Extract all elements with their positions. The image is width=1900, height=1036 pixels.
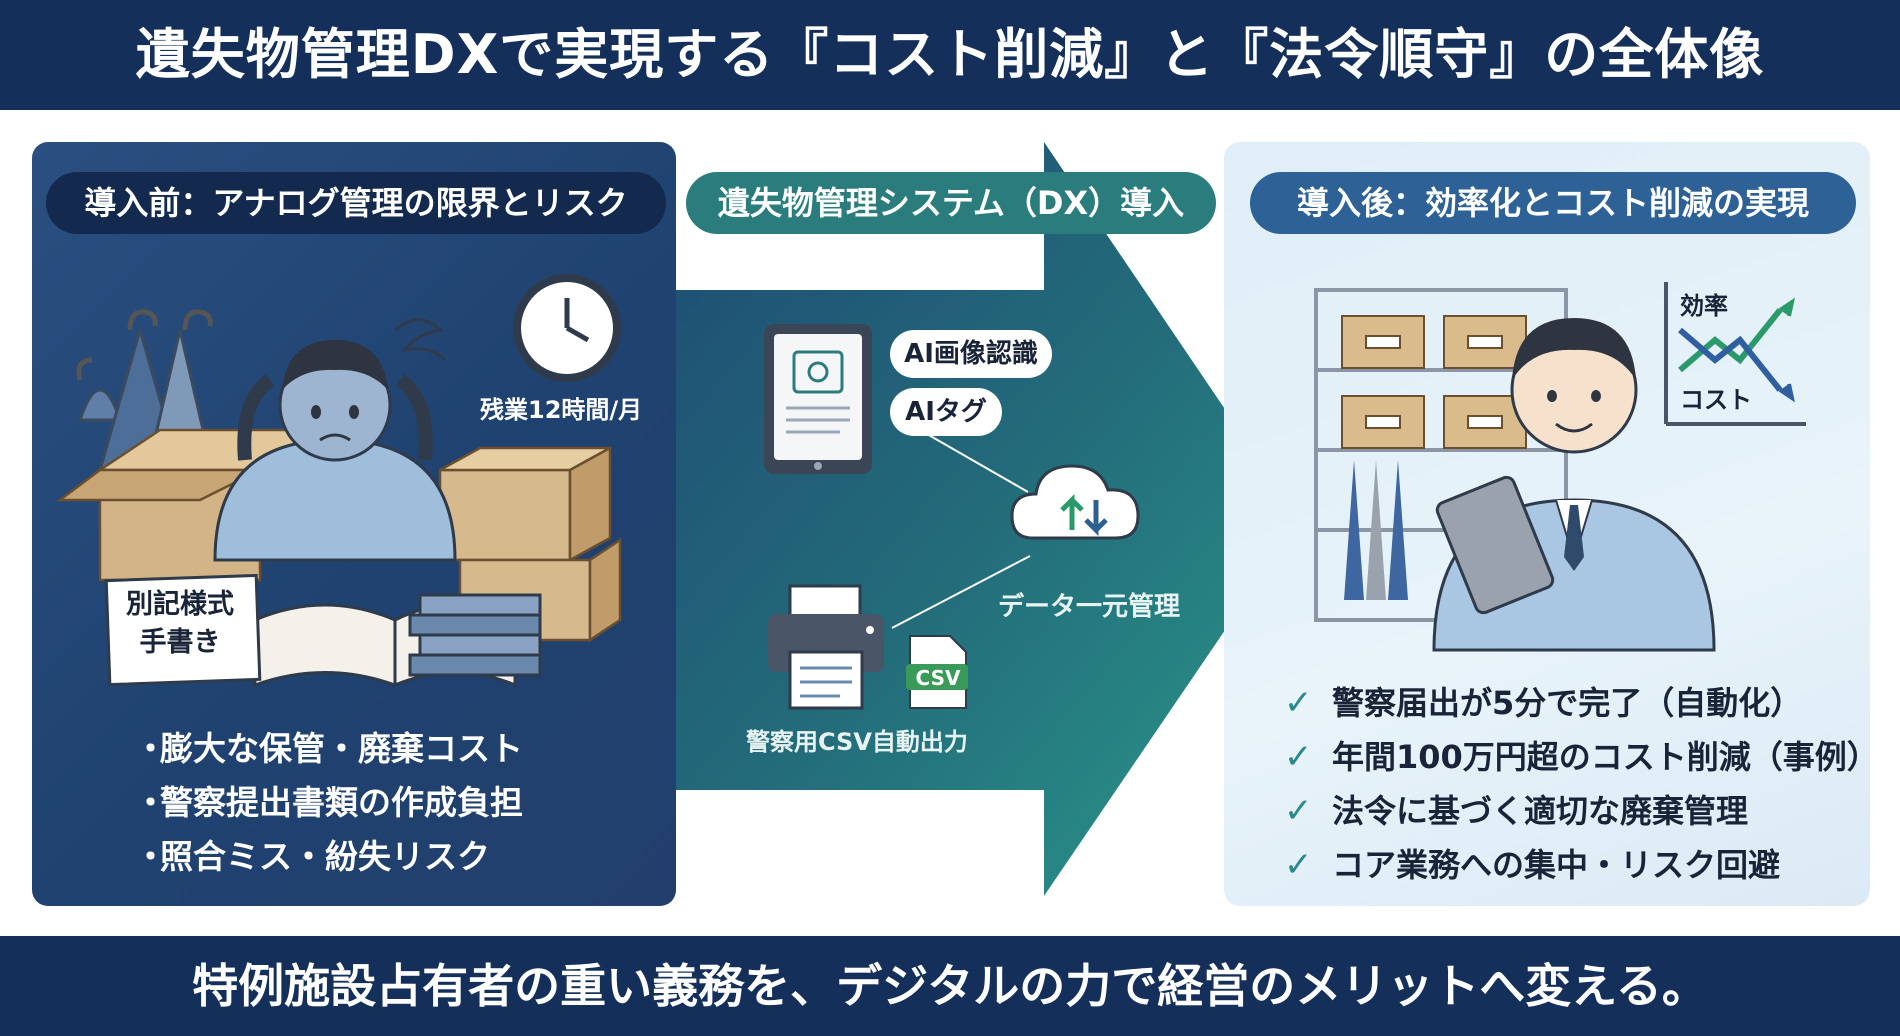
footer-tagline: 特例施設占有者の重い義務を、デジタルの力で経営のメリットへ変える。	[192, 959, 1708, 1013]
after-check-2: ✓年間100万円超のコスト削減（事例）	[1284, 730, 1879, 784]
before-bullet-1: ・膨大な保管・廃棄コスト	[134, 729, 523, 768]
footer-band	[0, 936, 1900, 1036]
police-csv-label: 警察用CSV自動出力	[746, 728, 968, 756]
cloud-sync-icon	[1010, 464, 1140, 540]
overtime-label: 残業12時間/月	[480, 396, 643, 424]
csv-badge: CSV	[915, 666, 961, 690]
handwritten-form-label: 別記様式 手書き	[106, 586, 254, 662]
after-check-list: ✓警察届出が5分で完了（自動化） ✓年間100万円超のコスト削減（事例） ✓法令…	[1284, 676, 1879, 892]
happy-worker-icon	[1432, 318, 1716, 652]
stressed-worker-icon	[213, 318, 457, 562]
umbrella-rack-icon	[1344, 460, 1408, 600]
after-check-4: ✓コア業務への集中・リスク回避	[1284, 838, 1879, 892]
efficiency-label: 効率	[1680, 292, 1728, 320]
before-heading: 導入前：アナログ管理の限界とリスク	[46, 172, 666, 234]
check-icon: ✓	[1284, 737, 1313, 777]
header-band	[0, 0, 1900, 110]
clock-icon	[513, 274, 621, 382]
handwritten-form-icon	[104, 573, 262, 687]
check-icon: ✓	[1284, 845, 1313, 885]
efficiency-cost-chart-icon	[1664, 282, 1806, 426]
after-heading: 導入後：効率化とコスト削減の実現	[1250, 172, 1856, 234]
after-check-3: ✓法令に基づく適切な廃棄管理	[1284, 784, 1879, 838]
ai-image-recognition-tag: AI画像認識	[890, 330, 1052, 378]
cost-label: コスト	[1680, 386, 1752, 414]
memo-line-2: 手書き	[139, 627, 221, 658]
check-icon: ✓	[1284, 683, 1313, 723]
printer-icon	[768, 584, 884, 710]
system-heading: 遺失物管理システム（DX）導入	[686, 172, 1216, 234]
ledger-book-icon	[253, 593, 542, 688]
ai-tag-tag: AIタグ	[890, 388, 1002, 436]
shelf-boxes-icon	[1341, 315, 1527, 449]
tablet-camera-icon	[764, 324, 872, 474]
memo-line-1: 別記様式	[126, 589, 234, 620]
after-check-1: ✓警察届出が5分で完了（自動化）	[1284, 676, 1879, 730]
csv-file-icon	[906, 635, 968, 709]
data-unify-label: データ一元管理	[998, 592, 1181, 622]
page-title: 遺失物管理DXで実現する『コスト削減』と『法令順守』の全体像	[135, 23, 1765, 86]
before-bullet-2: ・警察提出書類の作成負担	[134, 783, 523, 822]
before-bullet-3: ・照合ミス・紛失リスク	[134, 837, 490, 876]
check-icon: ✓	[1284, 791, 1313, 831]
before-bullet-list: ・膨大な保管・廃棄コスト ・警察提出書類の作成負担 ・照合ミス・紛失リスク	[134, 722, 523, 884]
